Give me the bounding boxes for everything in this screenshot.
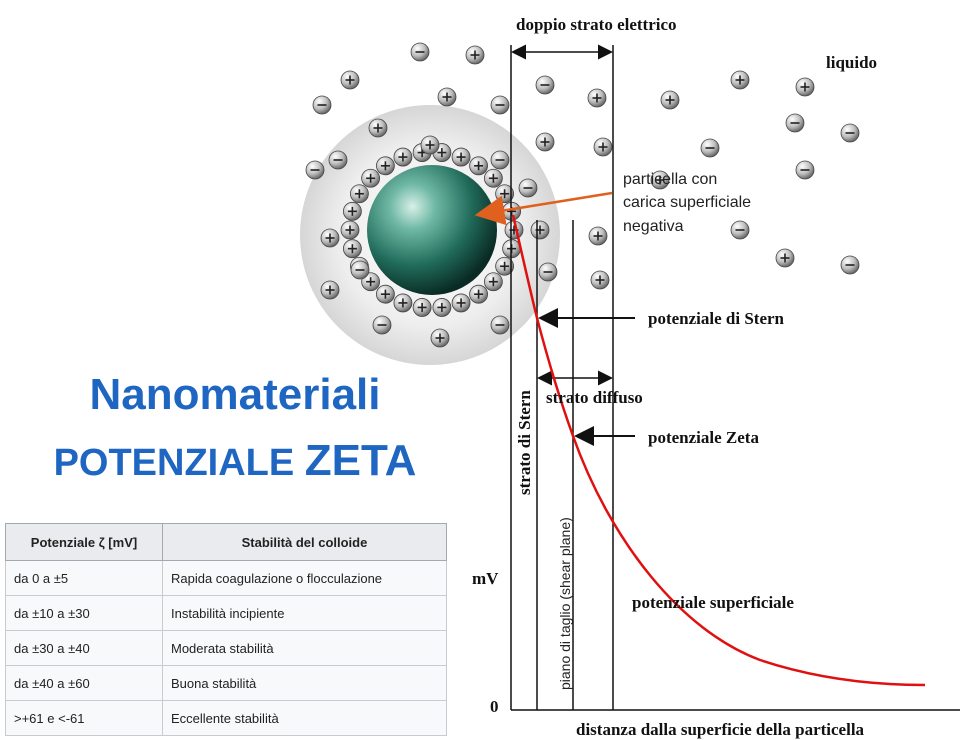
title-nanomateriali: Nanomateriali — [89, 370, 381, 419]
positive-ion — [320, 228, 340, 248]
negative-ion — [840, 255, 860, 275]
positive-ion — [340, 70, 360, 90]
positive-ion — [320, 280, 340, 300]
positive-ion — [775, 248, 795, 268]
positive-ion — [483, 272, 503, 292]
table-cell-range: da ±30 a ±40 — [5, 630, 163, 666]
negative-ion — [490, 95, 510, 115]
negative-ion — [840, 123, 860, 143]
table-cell-stability: Instabilità incipiente — [162, 595, 447, 631]
title-potenziale: POTENZIALE — [53, 442, 305, 484]
positive-ion — [432, 298, 452, 317]
negative-ion — [700, 138, 720, 158]
positive-ion — [730, 70, 750, 90]
zeta-potential-label: potenziale Zeta — [648, 428, 759, 447]
positive-ion — [340, 220, 360, 240]
positive-ion — [430, 328, 450, 348]
positive-ion — [587, 88, 607, 108]
negative-ion — [795, 160, 815, 180]
liquid-label: liquido — [826, 53, 877, 72]
positive-ion — [535, 132, 555, 152]
positive-ion — [530, 220, 550, 240]
positive-ion — [437, 87, 457, 107]
y-axis-label: mV — [472, 569, 499, 588]
x-axis-label: distanza dalla superficie della particel… — [576, 720, 865, 739]
positive-ion — [420, 135, 440, 155]
positive-ion — [469, 156, 488, 176]
positive-ion — [469, 284, 488, 304]
positive-ion — [376, 156, 395, 176]
positive-ion — [588, 226, 608, 246]
table-cell-stability: Eccellente stabilità — [162, 700, 447, 736]
positive-ion — [342, 239, 362, 259]
table-cell-stability: Buona stabilità — [162, 665, 447, 701]
negative-ion — [785, 113, 805, 133]
positive-ion — [393, 293, 413, 313]
stern-potential-label: potenziale di Stern — [648, 309, 785, 328]
negative-ion — [538, 262, 558, 282]
positive-ion — [451, 147, 471, 167]
potential-curve — [511, 214, 926, 687]
positive-ion — [483, 168, 503, 188]
particle-label-line1: particella con — [623, 171, 717, 188]
negative-ion — [372, 315, 392, 335]
title-potenziale-zeta: POTENZIALE ZETA — [0, 436, 470, 486]
table-cell-stability: Rapida coagulazione o flocculazione — [162, 560, 447, 596]
negative-ion — [730, 220, 750, 240]
positive-ion — [650, 170, 670, 190]
negative-ion — [305, 160, 325, 180]
positive-ion — [660, 90, 680, 110]
particle-label-line2: carica superficiale — [623, 194, 751, 211]
stability-table: Potenziale ζ [mV] Stabilità del colloide… — [5, 523, 447, 736]
negative-ion — [518, 178, 538, 198]
positive-ion — [795, 77, 815, 97]
negative-ion — [490, 315, 510, 335]
header-zeta-potential: Potenziale ζ [mV] — [5, 523, 163, 561]
surface-potential-label: potenziale superficiale — [632, 593, 794, 612]
positive-ion — [342, 201, 362, 221]
positive-ion — [376, 284, 395, 304]
positive-ion — [451, 293, 471, 313]
negative-ion — [490, 150, 510, 170]
positive-ion — [412, 298, 432, 317]
origin-label: 0 — [490, 697, 499, 716]
positive-ion — [393, 147, 413, 167]
table-cell-range: da ±40 a ±60 — [5, 665, 163, 701]
diffuse-layer-label: strato diffuso — [546, 388, 643, 407]
ions-layer — [305, 42, 860, 348]
positive-ion — [368, 118, 388, 138]
table-cell-range: >+61 e <-61 — [5, 700, 163, 736]
positive-ion — [465, 45, 485, 65]
header-colloid-stability: Stabilità del colloide — [162, 523, 447, 561]
particle-pointer-arrow — [474, 191, 613, 226]
charged-particle — [367, 165, 497, 295]
negative-ion — [535, 75, 555, 95]
stern-layer-label: strato di Stern — [515, 390, 534, 495]
negative-ion — [410, 42, 430, 62]
positive-ion — [349, 184, 369, 204]
table-cell-range: da ±10 a ±30 — [5, 595, 163, 631]
table-cell-range: da 0 a ±5 — [5, 560, 163, 596]
negative-ion — [350, 260, 370, 280]
positive-ion — [361, 272, 381, 292]
title-zeta: ZETA — [304, 436, 417, 485]
positive-ion — [590, 270, 610, 290]
positive-ion — [361, 168, 381, 188]
negative-ion — [312, 95, 332, 115]
table-cell-stability: Moderata stabilità — [162, 630, 447, 666]
double-layer-label: doppio strato elettrico — [516, 15, 677, 34]
table-header-row: Potenziale ζ [mV] Stabilità del colloide — [5, 523, 447, 561]
positive-ion — [593, 137, 613, 157]
positive-ion — [495, 256, 515, 276]
particle-label-line3: negativa — [623, 218, 684, 235]
shear-plane-label: piano di taglio (shear plane) — [557, 517, 573, 690]
negative-ion — [328, 150, 348, 170]
